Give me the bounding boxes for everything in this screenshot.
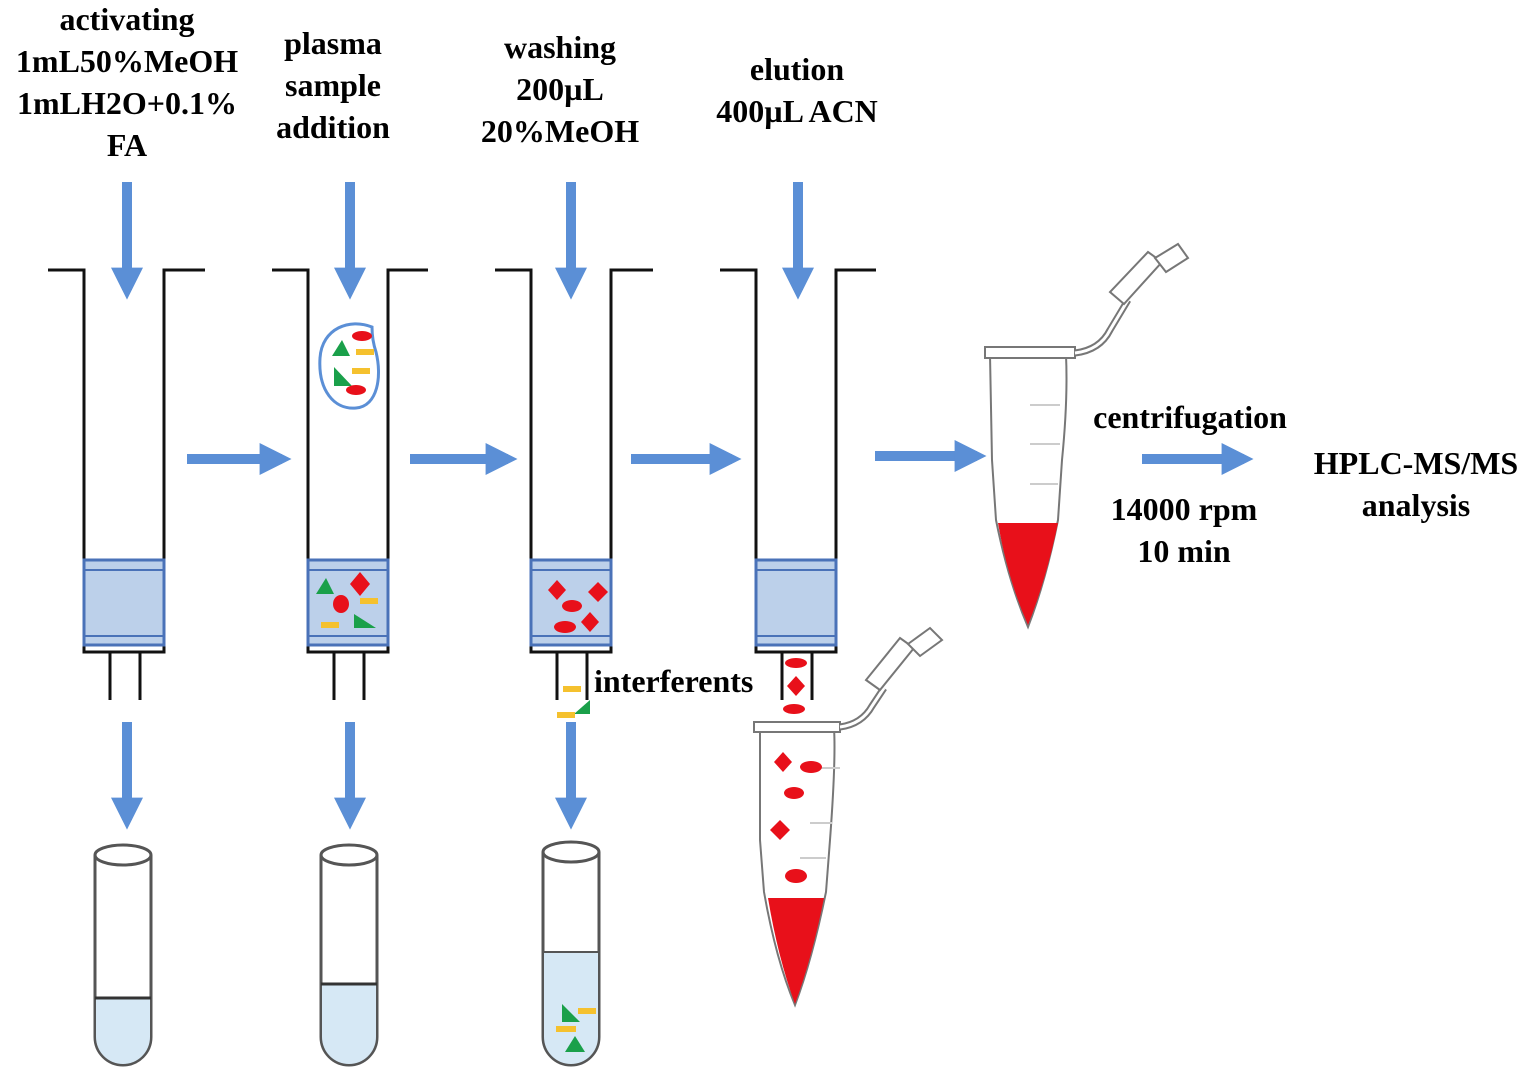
centrifugation-title: centrifugation xyxy=(1093,399,1287,435)
spe-cartridge-elution xyxy=(720,268,876,714)
analysis-line-1: HPLC-MS/MS xyxy=(1313,445,1519,481)
collection-tube-washing xyxy=(541,840,601,1067)
step-label-plasma: plasma sample addition xyxy=(258,22,408,148)
eppendorf-tube-eluate xyxy=(753,626,944,1008)
plasma-droplet xyxy=(318,322,380,410)
step-activating-line-1: activating xyxy=(59,1,195,37)
spe-cartridge-activating xyxy=(48,268,205,700)
collection-tube-activating xyxy=(93,843,153,1067)
step-plasma-line-1: plasma xyxy=(284,25,382,61)
centrifugation-speed: 14000 rpm xyxy=(1110,491,1258,527)
eppendorf-tube-centrifuged xyxy=(984,242,1190,630)
collection-tube-plasma xyxy=(319,843,379,1067)
step-label-elution: elution 400µL ACN xyxy=(694,48,900,132)
step-label-washing: washing 200µL 20%MeOH xyxy=(460,26,660,152)
step-label-activating: activating 1mL50%MeOH 1mLH2O+0.1% FA xyxy=(0,0,256,166)
step-elution-line-2: 400µL ACN xyxy=(716,93,878,129)
step-washing-line-2: 200µL xyxy=(516,71,604,107)
interferents-label: interferents xyxy=(594,663,754,699)
step-plasma-line-2: sample xyxy=(285,67,381,103)
step-washing-line-3: 20%MeOH xyxy=(480,113,640,149)
spe-cartridge-plasma xyxy=(272,268,428,700)
step-activating-line-2: 1mL50%MeOH xyxy=(15,43,239,79)
step-activating-line-3: 1mLH2O+0.1% xyxy=(16,85,237,121)
spe-cartridge-washing xyxy=(495,268,653,718)
step-activating-line-4: FA xyxy=(106,127,148,163)
step-plasma-line-3: addition xyxy=(276,109,390,145)
centrifugation-conditions: 14000 rpm 10 min xyxy=(1092,488,1276,572)
analysis-line-2: analysis xyxy=(1361,487,1471,523)
step-washing-line-1: washing xyxy=(503,29,617,65)
analysis-label: HPLC-MS/MS analysis xyxy=(1298,442,1534,526)
step-elution-line-1: elution xyxy=(749,51,845,87)
centrifugation-time: 10 min xyxy=(1137,533,1231,569)
